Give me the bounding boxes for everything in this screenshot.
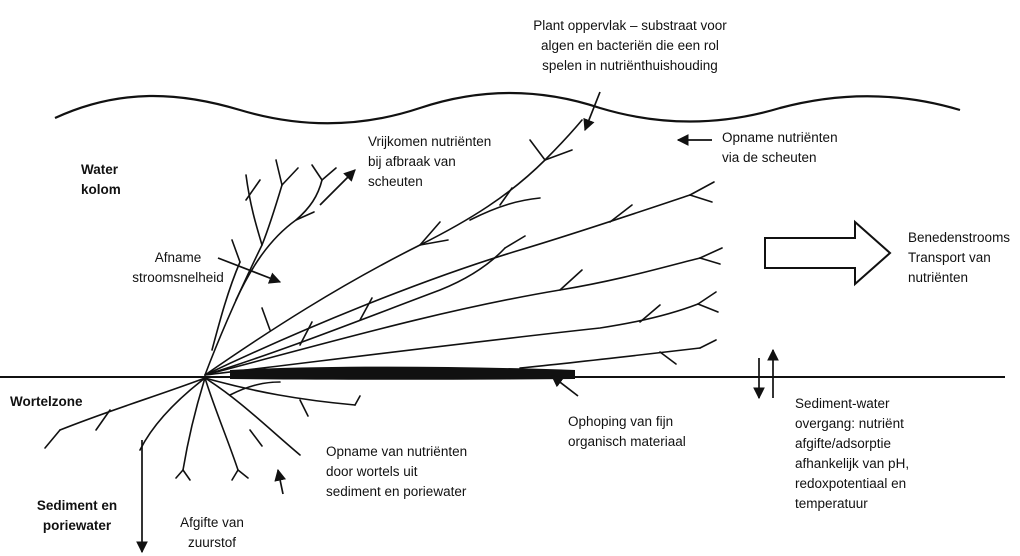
arrow-release bbox=[320, 170, 355, 205]
arrow-root-uptake bbox=[278, 470, 283, 494]
label-root-zone: Wortelzone bbox=[10, 392, 83, 412]
label-root-uptake: Opname van nutriënten door wortels uit s… bbox=[326, 442, 467, 502]
organic-material-layer bbox=[230, 367, 575, 380]
label-uptake-shoots: Opname nutriënten via de scheuten bbox=[722, 128, 838, 168]
water-surface bbox=[55, 93, 960, 123]
label-velocity: Afname stroomsnelheid bbox=[118, 248, 238, 288]
label-accumulation: Ophoping van fijn organisch materiaal bbox=[568, 412, 686, 452]
label-oxygen: Afgifte van zuurstof bbox=[165, 513, 259, 553]
downstream-arrow bbox=[765, 222, 890, 284]
label-downstream: Benedenstrooms Transport van nutriënten bbox=[908, 228, 1010, 288]
label-water-column: Water kolom bbox=[81, 160, 121, 200]
label-sediment: Sediment en poriewater bbox=[22, 496, 132, 536]
label-plant-surface: Plant oppervlak – substraat voor algen e… bbox=[520, 16, 740, 76]
label-exchange: Sediment-water overgang: nutriënt afgift… bbox=[795, 394, 909, 514]
roots bbox=[45, 378, 360, 480]
label-release: Vrijkomen nutriënten bij afbraak van sch… bbox=[368, 132, 491, 192]
arrow-plant-surface bbox=[585, 92, 600, 130]
